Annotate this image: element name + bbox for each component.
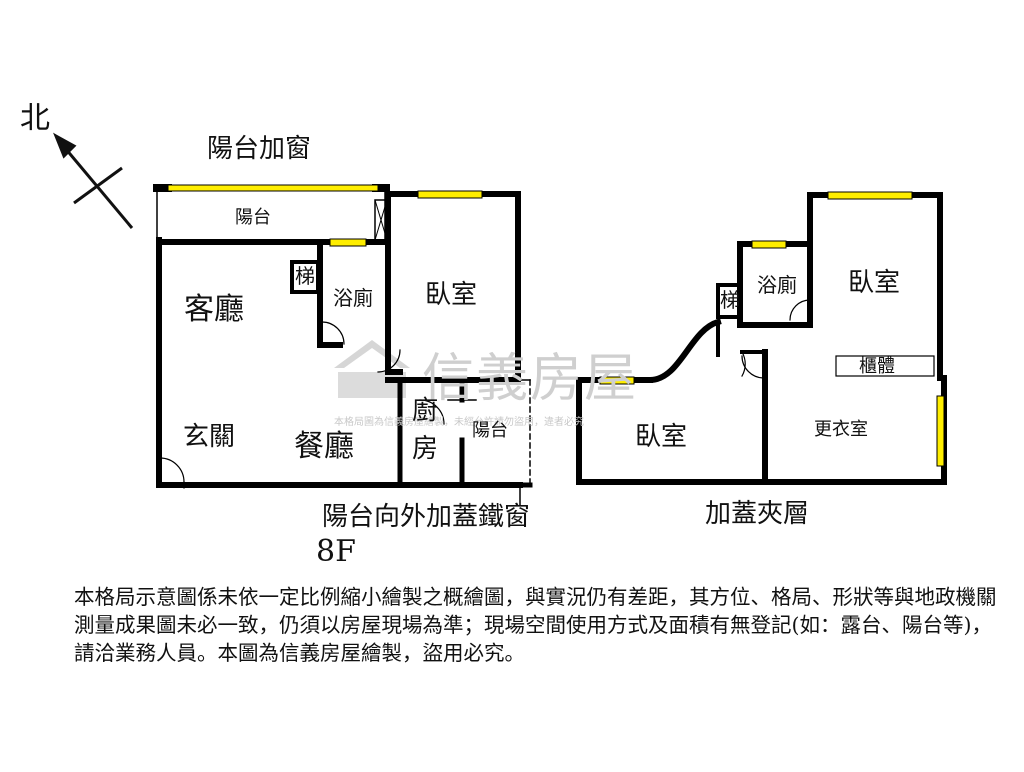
mezzanine-windows [599,191,945,467]
cabinet-label: 櫃體 [859,356,895,377]
kitchen-label-1: 廚 [412,396,439,426]
mezzanine-bedroom-left-label: 臥室 [635,422,688,452]
disclaimer-text: 本格局示意圖係未依一定比例縮小繪製之概繪圖，與實況仍有差距，其方位、格局、形狀等… [74,585,997,665]
floor-label: 8F [316,534,356,569]
kitchen-label-2: 房 [412,434,439,464]
bedroom-label: 臥室 [425,280,478,310]
bathroom-label: 浴廁 [333,286,373,310]
stair-label: 梯 [295,264,315,288]
balcony-top-label: 陽台 [235,207,271,228]
watermark-brand: 信義房屋 [422,349,639,409]
north-arrow-icon [53,132,134,229]
mezzanine-stair-label: 梯 [720,288,740,312]
main-floor-windows [167,184,483,247]
north-label: 北 [20,101,50,136]
walk-in-closet-label: 更衣室 [814,419,868,440]
mezzanine-bedroom-right-label: 臥室 [848,268,901,298]
mezzanine-title: 加蓋夾層 [705,499,810,529]
mezzanine-walls [576,192,947,485]
watermark-notice: 本格局圖為信義房屋繪製，未經允許請勿盜用，違者必究 [334,417,584,428]
balcony-window-label: 陽台加窗 [207,134,312,164]
living-room-label: 客廳 [184,292,244,327]
main-floor-walls [153,184,533,489]
iron-window-label: 陽台向外加蓋鐵窗 [322,502,531,532]
entrance-label: 玄關 [183,422,236,452]
dining-room-label: 餐廳 [294,429,354,464]
mezzanine-bathroom-label: 浴廁 [757,273,797,297]
side-balcony-label: 陽台 [472,420,508,441]
